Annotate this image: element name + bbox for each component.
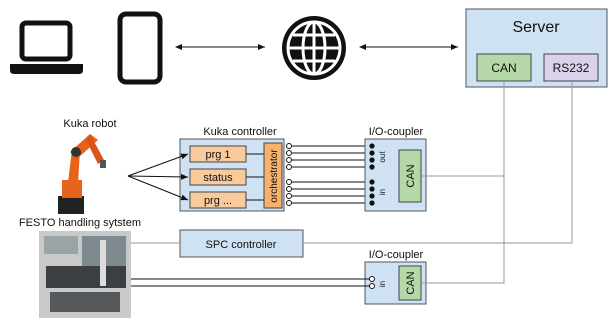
- controller-title: Kuka controller: [203, 126, 277, 138]
- spc-label: SPC controller: [206, 239, 277, 251]
- globe-icon: [282, 16, 346, 80]
- orchestrator-box: orchestrator: [263, 142, 283, 209]
- program-label: status: [203, 172, 233, 184]
- coupler-top-can-label: CAN: [405, 164, 417, 187]
- festo-system-image: [39, 231, 131, 318]
- coupler-bottom-title: I/O-coupler: [369, 249, 424, 261]
- can-bus-bottom: [421, 176, 505, 284]
- coupler-bottom-in-label: in: [378, 281, 387, 287]
- server-can-port: [476, 53, 532, 82]
- program-label: prg ...: [204, 195, 232, 207]
- program-prg1: prg 1: [189, 145, 247, 163]
- festo-label: FESTO handling sytstem: [19, 217, 141, 229]
- robot-label: Kuka robot: [63, 118, 116, 130]
- coupler-out-label: out: [378, 151, 387, 163]
- kuka-robot-image: [58, 134, 106, 214]
- server-can-label: CAN: [491, 61, 516, 75]
- program-more: prg ...: [189, 191, 247, 209]
- coupler-top-out-pins: [369, 143, 375, 170]
- spc-rs232-link: [303, 81, 573, 244]
- server-box: Server CAN RS232: [465, 8, 608, 88]
- coupler-in-label: in: [378, 189, 387, 195]
- coupler-bottom-can-label: CAN: [405, 271, 417, 294]
- can-bus-top: [421, 81, 505, 177]
- coupler-top-title: I/O-coupler: [369, 126, 424, 138]
- smartphone-icon: [117, 11, 163, 85]
- program-label: prg 1: [205, 149, 230, 161]
- spc-controller-box: SPC controller: [179, 229, 304, 258]
- controller-io-pins: [286, 143, 292, 206]
- program-status: status: [189, 168, 247, 186]
- controller-coupler-wires: [292, 145, 370, 204]
- robot-program-links: [127, 153, 189, 201]
- server-title: Server: [512, 19, 560, 36]
- festo-coupler-wires: [131, 278, 370, 287]
- coupler-top-in-pins: [369, 179, 375, 206]
- laptop-icon: [10, 20, 83, 74]
- server-rs232-label: RS232: [553, 61, 590, 75]
- orchestrator-label: orchestrator: [269, 149, 280, 203]
- server-rs232-port: [543, 53, 599, 82]
